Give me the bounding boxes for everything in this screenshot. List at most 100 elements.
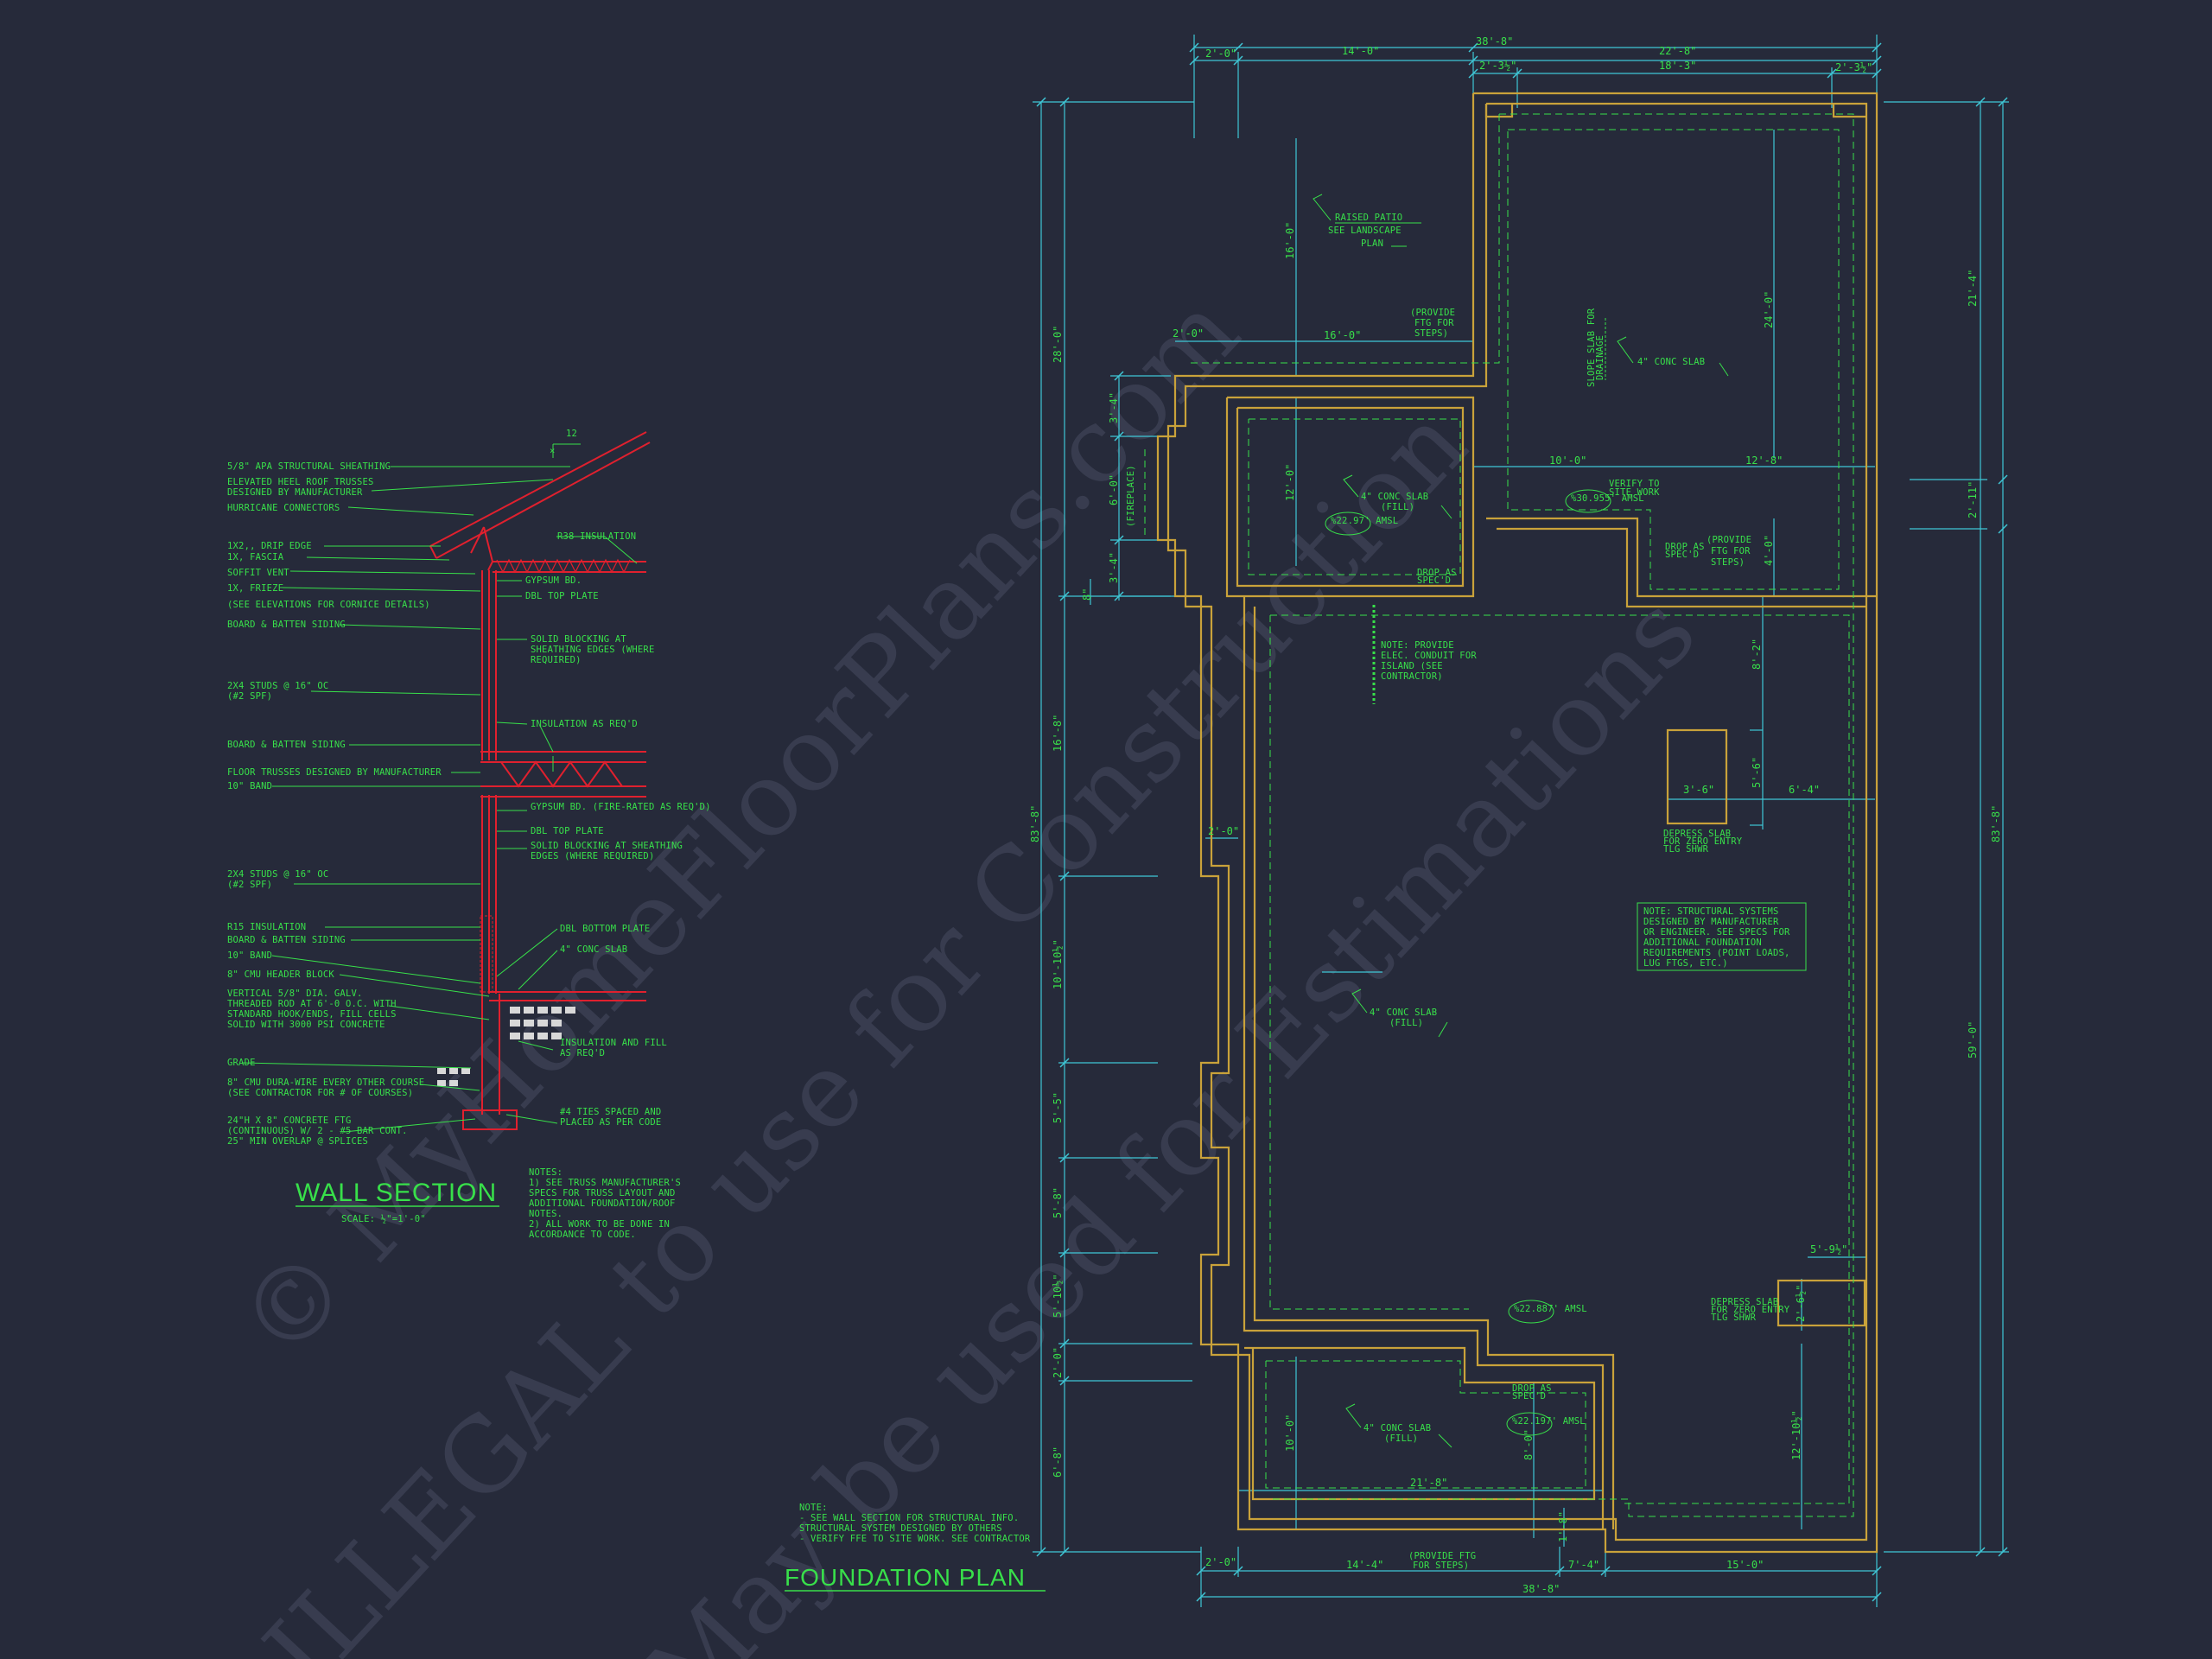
label-hurricane: HURRICANE CONNECTORS: [227, 503, 340, 513]
label-rod-1: VERTICAL 5/8" DIA. GALV.: [227, 988, 363, 999]
dim-bottom-b: 14'-4": [1346, 1559, 1383, 1571]
elevation-text: %22.887' AMSL: [1514, 1304, 1587, 1314]
note-line: NOTES.: [529, 1209, 563, 1219]
elevation-text: %30.955' AMSL: [1571, 493, 1644, 504]
dim-left-16-8: 16'-8": [1052, 715, 1064, 752]
elevation-markers: %22.97' AMSL %30.955' AMSL %22.887' AMSL…: [1325, 489, 1644, 1436]
dim-left-inner-3-4b: 3'-4": [1108, 552, 1120, 583]
dim-12-8: 12'-8": [1745, 454, 1783, 467]
slab-text: 4" CONC SLAB: [1637, 357, 1705, 367]
cmu-hatch: [437, 1007, 575, 1086]
dim-right-59: 59'-0": [1967, 1021, 1979, 1058]
verify-line-2: SITE WORK: [1609, 487, 1660, 498]
plan-note-line: - VERIFY FFE TO SITE WORK. SEE CONTRACTO…: [799, 1534, 1031, 1544]
dim-left-5-5: 5'-5": [1052, 1092, 1064, 1123]
pitch-label: 12: [566, 429, 577, 439]
label-spf-1: (#2 SPF): [227, 691, 272, 702]
dim-21-8: 21'-8": [1410, 1477, 1447, 1489]
elec-line: ELEC. CONDUIT FOR: [1381, 651, 1477, 661]
label-blocking-2: SHEATHING EDGES (WHERE: [531, 645, 654, 655]
dim-left-inner-3-4a: 3'-4": [1108, 392, 1120, 423]
dim-top-f: 2'-3½": [1835, 61, 1872, 73]
label-siding-2: BOARD & BATTEN SIDING: [227, 740, 346, 750]
label-footing-2: (CONTINUOUS) W/ 2 - #5 BAR CONT.: [227, 1126, 408, 1136]
dim-left-10-10: 10'-10½": [1052, 939, 1064, 989]
dim-left-total: 83'-8": [1029, 805, 1041, 842]
dim-2-0-a: 2'-0": [1173, 327, 1204, 340]
elec-note: NOTE: PROVIDE ELEC. CONDUIT FOR ISLAND (…: [1381, 640, 1477, 682]
note-line: 1) SEE TRUSS MANUFACTURER'S: [529, 1178, 681, 1188]
dim-3-6: 3'-6": [1683, 784, 1714, 796]
label-insulation: INSULATION AS REQ'D: [531, 719, 638, 729]
wall-section-right-labels: R38 INSULATION GYPSUM BD. DBL TOP PLATE …: [525, 531, 711, 1128]
ftg-line: FTG FOR: [1414, 318, 1454, 328]
dim-top-c: 22'-8": [1659, 45, 1696, 57]
slab-text: 4" CONC SLAB: [1363, 1423, 1431, 1433]
plan-note-line: - SEE WALL SECTION FOR STRUCTURAL INFO.: [799, 1513, 1019, 1523]
label-frieze: 1X, FRIEZE: [227, 583, 283, 594]
dim-bottom-c: 7'-4": [1568, 1559, 1599, 1571]
depress-line: TLG SHWR: [1711, 1313, 1757, 1323]
dimension-ticks: [1036, 42, 2008, 1602]
wall-section-title: WALL SECTION: [296, 1179, 497, 1207]
patio-line-3: PLAN: [1361, 238, 1383, 249]
provide-ftg-right: (PROVIDE FTG FOR STEPS): [1707, 535, 1751, 568]
dim-left-inner-6-0: 6'-0": [1108, 474, 1120, 505]
label-r15: R15 INSULATION: [227, 922, 306, 932]
label-blocking-1: SOLID BLOCKING AT: [531, 634, 626, 645]
label-fascia: 1X, FASCIA: [227, 552, 284, 563]
slab-text: (FILL): [1381, 502, 1414, 512]
label-blocking-4: SOLID BLOCKING AT SHEATHING: [531, 841, 683, 851]
dim-10-0-v: 10'-0": [1284, 1414, 1296, 1452]
label-gypsum-2: GYPSUM BD. (FIRE-RATED AS REQ'D): [531, 802, 711, 812]
label-top-plate-2: DBL TOP PLATE: [531, 826, 604, 836]
struct-line: REQUIREMENTS (POINT LOADS,: [1643, 948, 1790, 958]
dim-bottom-a: 2'-0": [1205, 1556, 1236, 1568]
note-line: ADDITIONAL FOUNDATION/ROOF: [529, 1198, 676, 1209]
label-band-1: 10" BAND: [227, 781, 272, 791]
slab-text: (FILL): [1389, 1018, 1423, 1028]
wall-section-scale: SCALE: ½"=1'-0": [341, 1214, 426, 1224]
label-sheathing: 5/8" APA STRUCTURAL SHEATHING: [227, 461, 391, 472]
depress-line: FOR ZERO ENTRY: [1663, 836, 1743, 847]
label-drip-edge: 1X2,, DRIP EDGE: [227, 541, 312, 551]
drop-line-1: DROP AS: [1665, 542, 1705, 552]
slab-text: 4" CONC SLAB: [1370, 1007, 1437, 1018]
verify-line-1: VERIFY TO: [1609, 479, 1660, 489]
label-footing-3: 25" MIN OVERLAP @ SPLICES: [227, 1136, 368, 1147]
label-floor-trusses: FLOOR TRUSSES DESIGNED BY MANUFACTURER: [227, 767, 442, 778]
provide-ftg-bottom-2: FOR STEPS): [1413, 1560, 1469, 1571]
elec-line: NOTE: PROVIDE: [1381, 640, 1454, 651]
dim-16-0-v: 16'-0": [1284, 222, 1296, 259]
struct-line: OR ENGINEER. SEE SPECS FOR: [1643, 927, 1790, 938]
slab-bottom-label: 4" CONC SLAB (FILL): [1345, 1403, 1452, 1448]
dim-top-b: 14'-0": [1342, 45, 1379, 57]
label-blocking-5: EDGES (WHERE REQUIRED): [531, 851, 654, 861]
label-siding-1: BOARD & BATTEN SIDING: [227, 620, 346, 630]
dim-4-0: 4'-0": [1763, 535, 1775, 566]
label-siding-3: BOARD & BATTEN SIDING: [227, 935, 346, 945]
label-dura-wire: 8" CMU DURA-WIRE EVERY OTHER COURSE: [227, 1077, 424, 1088]
note-line: ACCORDANCE TO CODE.: [529, 1230, 636, 1240]
dim-top-e: 18'-3": [1659, 60, 1696, 72]
dim-left-8in: 8": [1081, 588, 1093, 601]
elevation-text: %22.197' AMSL: [1512, 1416, 1586, 1427]
provide-ftg-bottom-1: (PROVIDE FTG: [1408, 1551, 1476, 1561]
dim-8-0: 8'-0": [1522, 1429, 1535, 1460]
provide-ftg-top: (PROVIDE FTG FOR STEPS): [1410, 308, 1455, 339]
drop-line-2: SPEC'D: [1665, 550, 1699, 560]
depress-line: FOR ZERO ENTRY: [1711, 1305, 1790, 1315]
label-rod-3: STANDARD HOOK/ENDS, FILL CELLS: [227, 1009, 397, 1020]
pitch-x: ×: [550, 446, 556, 456]
label-gypsum-1: GYPSUM BD.: [525, 575, 582, 586]
label-footing-1: 24"H X 8" CONCRETE FTG: [227, 1116, 351, 1126]
ftg-line: STEPS): [1711, 557, 1745, 568]
label-top-plate-1: DBL TOP PLATE: [525, 591, 599, 601]
plan-notes: NOTE: - SEE WALL SECTION FOR STRUCTURAL …: [799, 1503, 1031, 1544]
label-rod-2: THREADED ROD AT 6'-0 O.C. WITH: [227, 999, 397, 1009]
ftg-line: FTG FOR: [1711, 546, 1751, 556]
dim-8-2: 8'-2": [1751, 639, 1763, 670]
label-slab: 4" CONC SLAB: [560, 944, 627, 955]
label-roof-trusses-2: DESIGNED BY MANUFACTURER: [227, 487, 363, 498]
